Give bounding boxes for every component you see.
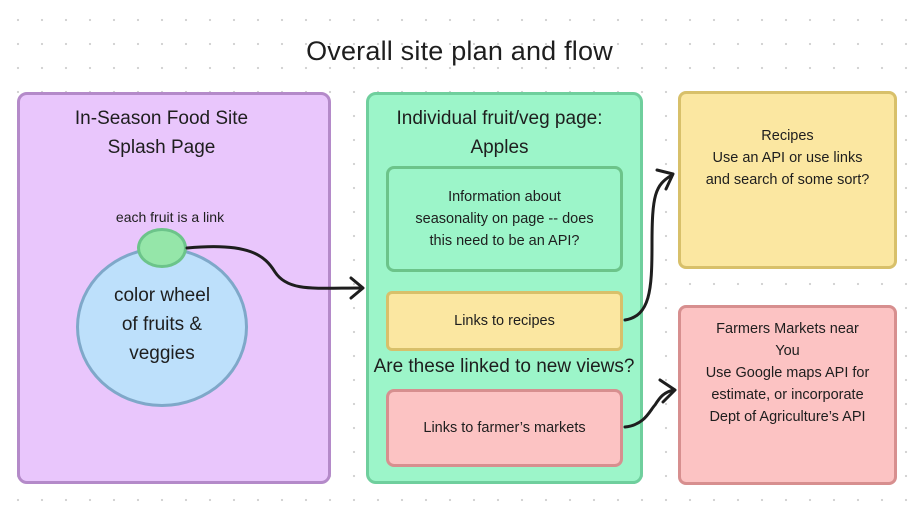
fruit-link-node[interactable]: [137, 228, 187, 268]
connector-splash-to-page: [185, 245, 364, 290]
recipes-sticky-note[interactable]: Recipes Use an API or use links and sear…: [678, 91, 897, 269]
fruit-page-title: Individual fruit/veg page: Apples: [396, 108, 603, 158]
arrowhead-markets: [658, 378, 677, 404]
color-wheel-node[interactable]: color wheel of fruits & veggies: [76, 247, 248, 407]
recipes-link-box[interactable]: Links to recipes: [386, 291, 623, 351]
arrowhead-splash-to-page: [349, 276, 365, 300]
fruit-link-label: each fruit is a link: [115, 209, 225, 225]
connector-markets: [623, 388, 676, 429]
splash-page-title: In-Season Food Site Splash Page: [74, 108, 249, 158]
arrowhead-recipes: [655, 168, 675, 191]
seasonality-info-box[interactable]: Information about seasonality on page --…: [386, 166, 623, 272]
linked-views-question: Are these linked to new views?: [373, 356, 635, 377]
connector-recipes: [623, 173, 674, 322]
diagram-title: Overall site plan and flow: [306, 36, 613, 66]
farmers-markets-sticky-note[interactable]: Farmers Markets near You Use Google maps…: [678, 305, 897, 485]
markets-link-box[interactable]: Links to farmer’s markets: [386, 389, 623, 467]
